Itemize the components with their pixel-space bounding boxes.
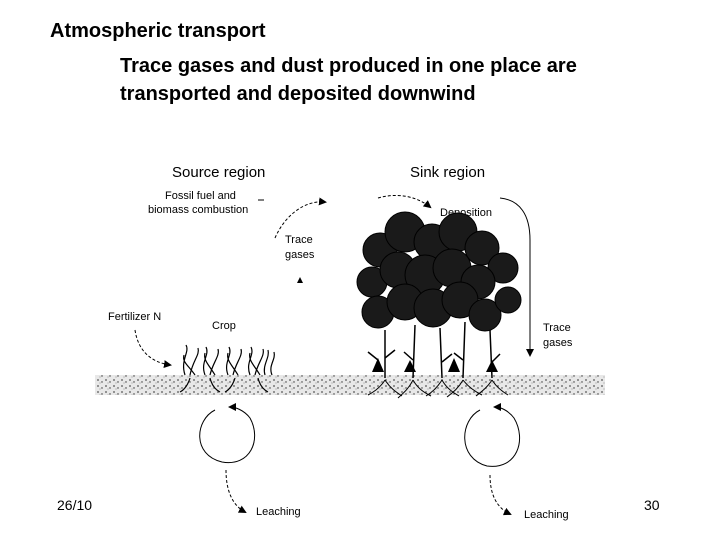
trace-gases-up-marker (297, 277, 303, 283)
leaching-arrow-right (490, 475, 510, 514)
leaching-right-label: Leaching (524, 509, 569, 521)
slide-page-number: 30 (644, 497, 660, 513)
forest-illustration (357, 212, 521, 331)
slide-date: 26/10 (57, 497, 92, 513)
trace-gases-left-line1: Trace (285, 234, 313, 246)
fossil-fuel-label-line1: Fossil fuel and (165, 190, 236, 202)
source-region-label: Source region (172, 164, 265, 181)
crop-label: Crop (212, 320, 236, 332)
trace-gases-left-line2: gases (285, 249, 315, 261)
transport-arrow-left (275, 202, 325, 238)
fertilizer-label: Fertilizer N (108, 311, 161, 323)
fossil-fuel-label-line2: biomass combustion (148, 204, 248, 216)
nutrient-cycle-right (465, 407, 520, 466)
leaching-arrow-left (226, 470, 245, 512)
fertilizer-arrow (135, 330, 170, 365)
nutrient-cycle-left (200, 407, 255, 463)
sink-region-label: Sink region (410, 164, 485, 181)
transport-arrow-sink (378, 195, 430, 207)
trace-gases-right-line1: Trace (543, 322, 571, 334)
understory-plants (372, 358, 498, 372)
trace-gases-right-line2: gases (543, 337, 573, 349)
leaching-left-label: Leaching (256, 506, 301, 518)
soil-layer (95, 375, 605, 395)
